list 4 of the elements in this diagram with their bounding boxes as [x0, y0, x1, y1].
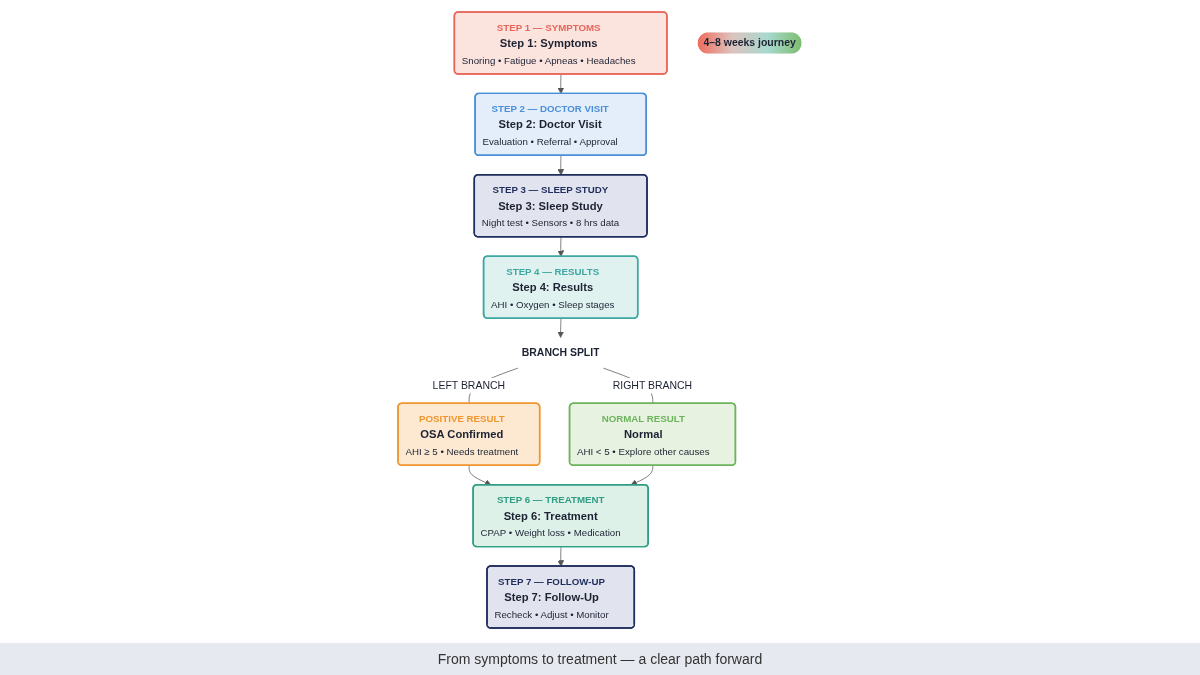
caption: From symptoms to treatment — a clear path forward	[437, 651, 763, 667]
node-text: BRANCH SPLIT	[521, 346, 600, 359]
edge-label: LEFT BRANCH	[432, 379, 505, 392]
edge-label: RIGHT BRANCH	[612, 379, 692, 392]
